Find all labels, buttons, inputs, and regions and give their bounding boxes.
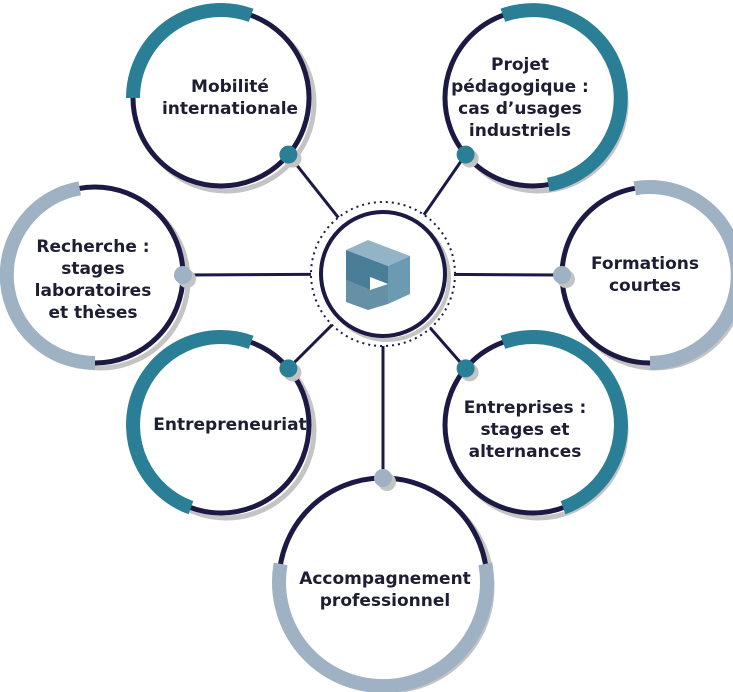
node-accent-arc-recherche [0, 181, 96, 371]
connector-dot-entrepreneuriat [279, 359, 298, 378]
cube-logo-icon-front-face [346, 250, 388, 290]
cube-logo-icon-top-face [346, 240, 410, 266]
connector-dot-entreprises [456, 359, 475, 378]
cube-logo-icon-side-face [388, 256, 410, 304]
node-accent-arc-mobilite [126, 2, 254, 99]
node-label-formations: Formations courtes [590, 254, 700, 296]
node-accent-arc-formations [633, 180, 733, 370]
node-label-entrepreneuriat: Entrepreneuriat [153, 415, 307, 435]
node-label-projet: Projet pédagogique : cas d’usages indust… [451, 55, 589, 141]
connector-dot-formations [553, 266, 571, 284]
node-label-accompagnement: Accompagnement professionnel [299, 569, 471, 611]
node-accent-arc-entreprises [500, 329, 629, 515]
node-accent-arc-entrepreneuriat [125, 329, 254, 515]
node-label-mobilite: Mobilité internationale [161, 77, 299, 119]
node-label-recherche: Recherche : stages laboratoires et thèse… [34, 237, 152, 323]
connector-dot-mobilite [279, 145, 298, 164]
connector-dot-projet [456, 145, 475, 164]
node-accent-arc-projet [500, 3, 628, 192]
connector-dot-recherche [174, 266, 192, 284]
cube-logo-icon-lower-face [346, 280, 388, 310]
connector-dot-accompagnement [374, 469, 392, 487]
node-label-entreprises: Entreprises : stages et alternances [463, 398, 587, 462]
node-accent-arc-accompagnement [272, 562, 494, 692]
